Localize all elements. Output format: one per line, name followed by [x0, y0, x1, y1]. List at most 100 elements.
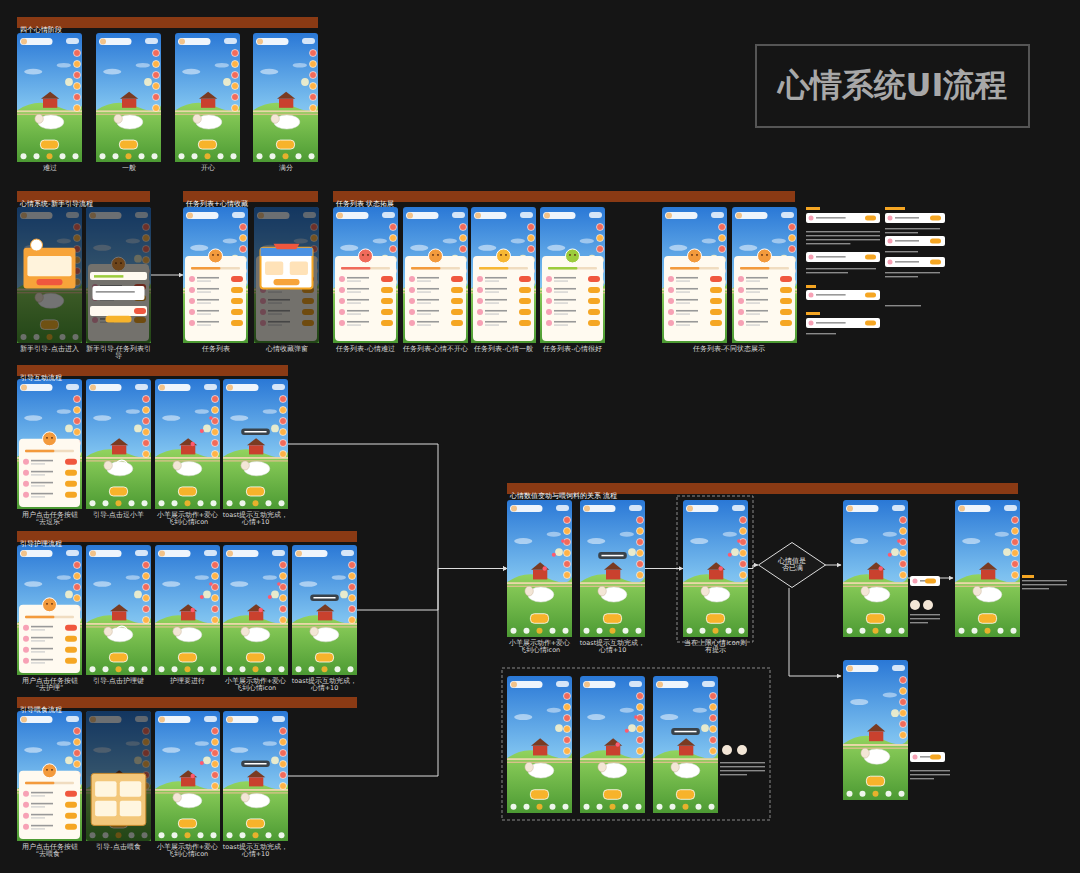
- section-heading: 引导互动流程: [17, 373, 62, 384]
- status-bar: [336, 212, 369, 219]
- avatar: [337, 213, 343, 219]
- phone-art: [662, 207, 727, 343]
- task-pill: [519, 309, 531, 315]
- task-icon: [738, 298, 744, 304]
- side-icon: [710, 693, 717, 700]
- note-icon: [809, 255, 814, 260]
- toast-line: [244, 431, 266, 433]
- screen-sky: [183, 207, 248, 343]
- side-icon: [280, 418, 287, 425]
- screen-sky: [175, 33, 240, 162]
- side-icon: [74, 407, 81, 414]
- side-icon: [789, 224, 796, 231]
- side-icon: [240, 235, 247, 242]
- task-line: [417, 321, 439, 323]
- phone-screen: 引导-点击逗小羊: [86, 379, 151, 509]
- bottom-icon: [584, 804, 590, 810]
- coin: [204, 550, 217, 556]
- side-icon: [153, 61, 160, 68]
- task-pill: [381, 320, 393, 326]
- phone-art: [86, 379, 151, 509]
- coin: [66, 38, 79, 44]
- bottom-icon: [537, 628, 543, 634]
- side-icon: [212, 606, 219, 613]
- side-icon: [1012, 561, 1019, 568]
- tap-ring: [116, 626, 128, 638]
- cloud: [126, 575, 140, 580]
- side-icon: [900, 572, 907, 579]
- task-pill: [231, 276, 243, 282]
- barn: [112, 445, 126, 454]
- sheep-avatar: [923, 600, 933, 610]
- bottom-icon: [266, 500, 272, 506]
- screen-sky: [403, 207, 468, 343]
- phone-art: [223, 379, 288, 509]
- mood-bar-track: [25, 616, 74, 619]
- status-bar: [958, 505, 991, 512]
- bottom-icon: [636, 804, 642, 810]
- task-icon: [546, 298, 552, 304]
- phone-screen: 任务列表-心情很好: [540, 207, 605, 343]
- task-pill: [231, 320, 243, 326]
- barn: [606, 746, 620, 756]
- bottom-icon: [198, 832, 204, 838]
- barn: [43, 99, 57, 108]
- side-icon: [460, 224, 467, 231]
- bottom-icon: [296, 153, 302, 159]
- fence: [155, 623, 220, 625]
- side-icon: [143, 573, 150, 580]
- task-icon: [546, 287, 552, 293]
- bottom-icon: [283, 153, 289, 159]
- task-line: [676, 288, 698, 290]
- action-button: [109, 653, 127, 662]
- task-icon: [409, 287, 415, 293]
- bottom-icon: [610, 804, 616, 810]
- screen-sky: [155, 545, 220, 675]
- heart: [737, 539, 741, 543]
- sheep-head: [598, 762, 606, 772]
- note-icon: [913, 755, 918, 760]
- barn-roof: [979, 562, 997, 570]
- task-icon: [23, 459, 29, 465]
- cloud: [24, 69, 42, 75]
- bottom-icon: [159, 666, 165, 672]
- coin: [452, 212, 465, 218]
- hill: [507, 574, 572, 637]
- section-band: 任务列表 状态拓展: [333, 191, 795, 202]
- sun: [340, 591, 348, 599]
- note-line: [885, 276, 918, 277]
- sun: [555, 548, 563, 556]
- flow-wire: [789, 588, 841, 676]
- side-icon: [740, 517, 747, 524]
- bottom-icon: [847, 628, 853, 634]
- cloud: [660, 714, 678, 720]
- status-bar: [226, 716, 259, 723]
- phone-art: [175, 33, 240, 162]
- side-icon: [637, 715, 644, 722]
- action-button: [603, 790, 621, 800]
- task-pill: [231, 287, 243, 293]
- mood-eye: [505, 254, 507, 256]
- screen-caption: 用户点击任务按钮“去喂食”: [17, 844, 83, 859]
- screen-sky: [17, 711, 82, 841]
- phone-art: [507, 500, 572, 637]
- bottom-icon: [100, 153, 106, 159]
- mood-eye: [691, 254, 693, 256]
- coin: [732, 505, 745, 511]
- action-button: [276, 140, 294, 149]
- side-icon: [74, 761, 81, 768]
- toast: [598, 552, 627, 559]
- note-line: [806, 239, 880, 240]
- task-pill: [65, 492, 77, 498]
- phone-art: [96, 33, 161, 162]
- side-icon: [143, 451, 150, 458]
- side-icon: [74, 61, 81, 68]
- side-icon: [280, 750, 287, 757]
- side-icon: [597, 235, 604, 242]
- side-icon: [710, 704, 717, 711]
- sheep-head: [173, 793, 181, 802]
- phone-screen: 小羊展示动作+爱心飞到心情icon: [155, 711, 220, 841]
- hill: [580, 750, 645, 813]
- screen-sky: [223, 379, 288, 509]
- status-bar: [89, 550, 122, 557]
